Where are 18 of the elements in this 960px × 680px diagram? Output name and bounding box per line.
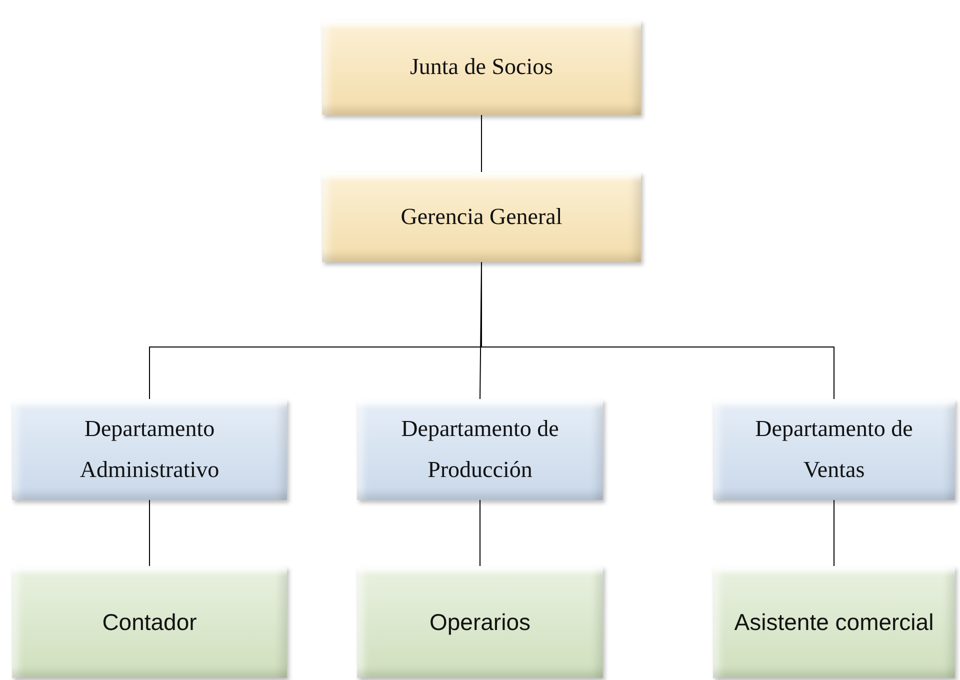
box-label: Contador [102, 608, 197, 637]
org-chart-box [713, 566, 955, 678]
box-label: Junta de Socios [410, 53, 554, 82]
org-chart-box [713, 399, 955, 500]
org-chart-box [322, 172, 641, 262]
box-label: Departamento de Ventas [754, 415, 914, 484]
org-chart-box [12, 566, 287, 678]
connector-line [481, 114, 482, 172]
box-label: Departamento Administrativo [78, 415, 220, 484]
connector-line [149, 500, 150, 566]
org-chart-box [357, 566, 603, 678]
org-chart-box [357, 399, 603, 500]
org-chart-box [322, 20, 641, 115]
box-label: Gerencia General [400, 202, 562, 231]
box-label: Departamento de Producción [400, 415, 560, 484]
box-label: Operarios [430, 608, 530, 637]
box-label: Asistente comercial [734, 608, 934, 637]
org-chart-box [12, 399, 287, 500]
